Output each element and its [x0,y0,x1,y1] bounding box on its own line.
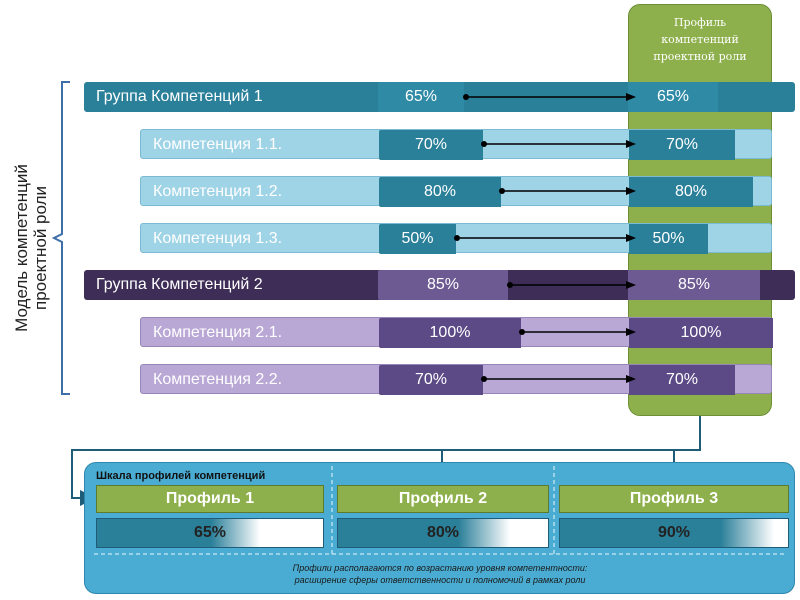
arrow-head [626,375,636,383]
profile-2-fill [338,519,511,547]
scale-dividers [94,466,784,555]
profile-2-value: 80% [426,524,460,541]
row-profile-value: 85% [628,270,760,300]
row-value: 50% [379,224,456,254]
row-value: 65% [378,82,464,112]
profile-3-fill [560,519,775,547]
profile-3-bar: 90% [559,518,789,548]
row-profile-value: 50% [629,224,708,254]
competency-row: Группа Компетенций 1 65% 65% [84,82,795,112]
profile-3-value: 90% [657,524,691,541]
row-profile-value: 70% [629,365,735,395]
model-bracket [51,81,70,395]
arrow-head [626,234,636,242]
profile-1-bar: 65% [96,518,324,548]
competency-row: Группа Компетенций 2 85% 85% [84,270,795,300]
arrow-head [626,187,636,195]
scale-note: Профили располагаются по возрастанию уро… [292,563,588,585]
competency-row: Компетенция 2.2. 70% 70% [140,364,772,395]
row-label: Компетенция 1.3. [153,230,283,247]
arrow-head [626,140,636,148]
row-label: Компетенция 1.2. [153,183,283,200]
profile-2-header: Профиль 2 [337,485,549,513]
row-value: 80% [379,177,501,207]
row-label: Группа Компетенций 2 [96,276,263,293]
row-label: Группа Компетенций 1 [96,88,263,105]
row-profile-value: 80% [629,177,753,207]
arrow-head [626,93,636,101]
row-value: 70% [379,130,483,160]
arrow-head [626,328,636,336]
row-label: Компетенция 1.1. [153,136,283,153]
profile-2-bar: 80% [337,518,549,548]
arrow-head [626,281,636,289]
row-label: Компетенция 2.1. [153,324,283,341]
row-value: 70% [379,365,483,395]
profile-3-header: Профиль 3 [559,485,789,513]
competency-row: Компетенция 1.2. 80% 80% [140,176,772,207]
scale-title: Шкала профилей компетенций [96,470,266,482]
row-profile-value: 100% [629,318,773,348]
row-profile-value: 70% [629,130,735,160]
competency-row: Компетенция 1.1. 70% 70% [140,129,772,160]
role-profile-title: Профиль компетенций проектной роли [653,16,747,63]
row-value: 85% [378,270,508,300]
profile-1-value: 65% [193,524,227,541]
profile-1-fill [97,519,260,547]
row-label: Компетенция 2.2. [153,371,283,388]
competency-row: Компетенция 2.1. 100% 100% [140,317,773,348]
row-profile-value: 65% [628,82,718,112]
profile-1-header: Профиль 1 [96,485,324,513]
row-value: 100% [379,318,521,348]
